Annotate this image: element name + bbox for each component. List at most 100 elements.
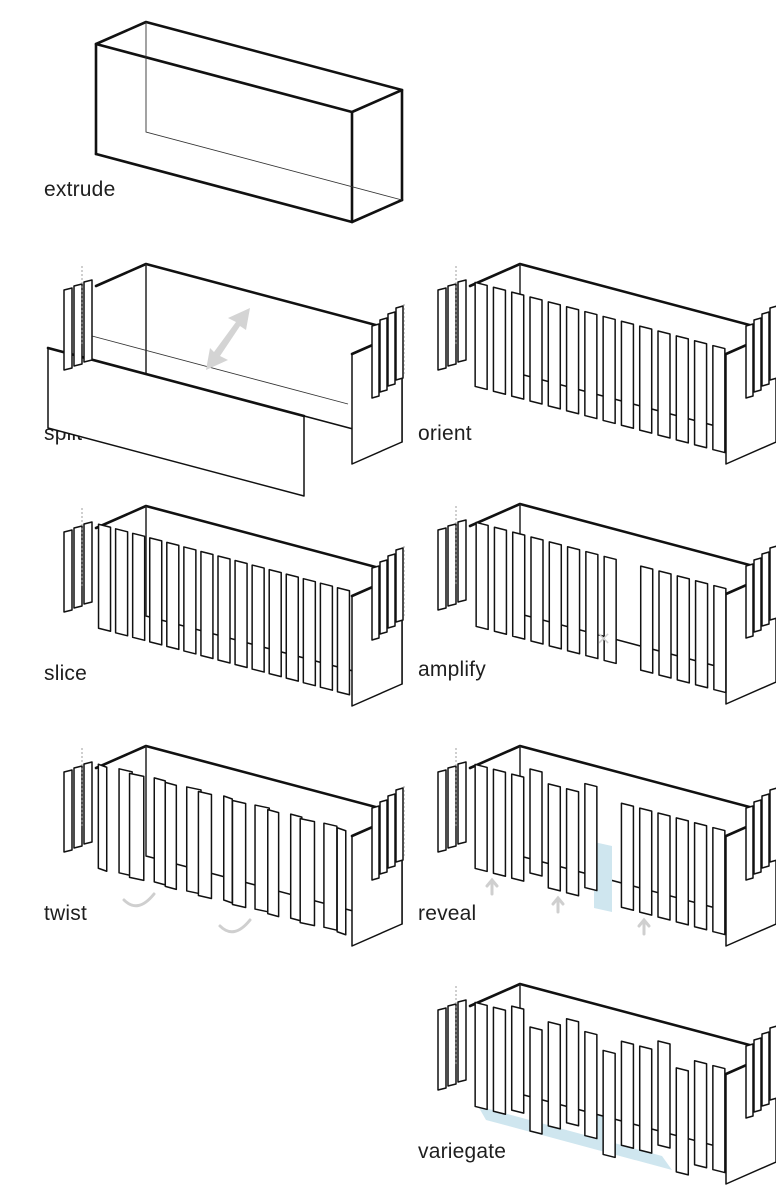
variegate-fin-0	[474, 1001, 488, 1111]
reveal-fin-13	[712, 826, 726, 936]
amplify-left-fin-1	[447, 523, 457, 607]
twist-fin-0	[97, 763, 108, 873]
variegate-fin-4	[547, 1021, 562, 1130]
slice-fin-1	[114, 528, 129, 637]
orient-fin-4	[547, 301, 562, 410]
amplify-fin-1	[493, 526, 508, 636]
slice-fin-4	[166, 541, 180, 651]
amplify-box-drawing: ×	[437, 502, 776, 705]
variegate-left-fin-0	[437, 1007, 447, 1091]
amplify-x-marker: ×	[596, 628, 611, 649]
twist-fin-13	[323, 822, 338, 931]
reveal-fin-12	[693, 821, 708, 931]
twist-left-fin-2	[83, 761, 93, 845]
variegate-right-fin-1	[753, 1037, 762, 1113]
amplify-right-fin-0	[745, 563, 754, 639]
slice-fin-14	[336, 586, 351, 696]
orient-left-fin-1	[447, 283, 457, 367]
reveal-up-arrow-0	[485, 877, 499, 896]
twist-fin-3	[153, 777, 166, 886]
variegate-fin-13	[712, 1064, 726, 1174]
variegate-fin-7	[602, 1049, 616, 1159]
slice-left-fin-1	[73, 525, 83, 609]
variegate-box-drawing	[437, 982, 776, 1185]
slice-right-fin-0	[371, 565, 380, 641]
reveal-fin-10	[657, 812, 671, 921]
label-amplify: amplify	[418, 658, 486, 681]
twist-fin-2	[128, 772, 145, 882]
reveal-box-drawing	[437, 744, 776, 947]
orient-right-fin-3	[769, 305, 776, 381]
reveal-left-fin-2	[457, 761, 467, 845]
amplify-fin-9	[639, 565, 654, 674]
variegate-fin-8	[620, 1040, 635, 1150]
split-left-fin-0	[63, 287, 73, 371]
twist-fin-4	[164, 781, 178, 891]
orient-fin-1	[492, 286, 507, 396]
orient-fin-13	[712, 344, 726, 454]
reveal-up-arrow-1	[551, 895, 565, 914]
reveal-highlight-panel	[594, 842, 612, 912]
split-right-fin-2	[387, 311, 396, 387]
slice-fin-9	[251, 564, 265, 673]
reveal-up-arrow-2	[637, 917, 651, 936]
twist-right-fin-0	[371, 805, 380, 881]
amplify-left-fin-2	[457, 519, 467, 603]
extrude-hidden-edge	[145, 22, 403, 201]
variegate-left-fin-1	[447, 1003, 457, 1087]
amplify-fin-11	[676, 575, 691, 684]
orient-right-fin-1	[753, 317, 762, 393]
orient-fin-11	[675, 335, 690, 444]
variegate-fin-10	[657, 1040, 671, 1149]
variegate-fin-1	[492, 1006, 507, 1116]
orient-left-fin-0	[437, 287, 447, 371]
variegate-fin-2	[510, 1005, 525, 1114]
slice-left-fin-0	[63, 529, 73, 613]
orient-fin-12	[693, 339, 708, 449]
twist-fin-14	[336, 826, 347, 936]
split-right-fin-1	[379, 317, 388, 393]
twist-right-fin-2	[387, 793, 396, 869]
orient-left-fin-2	[457, 279, 467, 363]
label-slice: slice	[44, 662, 87, 685]
label-extrude: extrude	[44, 178, 115, 201]
reveal-right-fin-2	[761, 793, 770, 869]
variegate-fin-6	[584, 1030, 598, 1140]
amplify-right-fin-2	[761, 551, 770, 627]
split-right-fin-3	[395, 305, 404, 381]
slice-fin-3	[148, 537, 163, 646]
label-twist: twist	[44, 902, 87, 925]
slice-right-fin-2	[387, 553, 396, 629]
orient-fin-7	[602, 315, 616, 425]
slice-fin-6	[200, 550, 214, 660]
slice-fin-8	[234, 559, 248, 669]
reveal-fin-11	[675, 817, 690, 926]
twist-right-fin-1	[379, 799, 388, 875]
split-gap-line	[91, 335, 349, 405]
reveal-fin-9	[638, 807, 653, 916]
twist-rotate-arrow-right	[218, 918, 252, 934]
orient-fin-2	[510, 291, 525, 400]
amplify-right-fin-3	[769, 545, 776, 621]
variegate-left-fin-2	[457, 999, 467, 1083]
amplify-fin-6	[585, 550, 599, 660]
slice-fin-7	[217, 555, 231, 664]
split-box-drawing	[46, 262, 405, 497]
reveal-left-fin-1	[447, 765, 457, 849]
twist-rotate-arrow-left	[122, 892, 156, 908]
reveal-right-fin-3	[769, 787, 776, 863]
reveal-fin-6	[584, 782, 598, 892]
reveal-fin-2	[510, 773, 525, 882]
variegate-fin-12	[693, 1059, 708, 1169]
slice-fin-11	[285, 573, 300, 682]
orient-fin-9	[638, 325, 653, 434]
twist-fin-10	[267, 808, 280, 918]
amplify-right-fin-1	[753, 557, 762, 633]
twist-box-drawing	[63, 744, 405, 947]
twist-fin-7	[222, 795, 234, 904]
amplify-fin-4	[548, 541, 563, 650]
label-reveal: reveal	[418, 902, 476, 925]
orient-fin-3	[529, 296, 543, 405]
amplify-fin-13	[713, 584, 727, 694]
